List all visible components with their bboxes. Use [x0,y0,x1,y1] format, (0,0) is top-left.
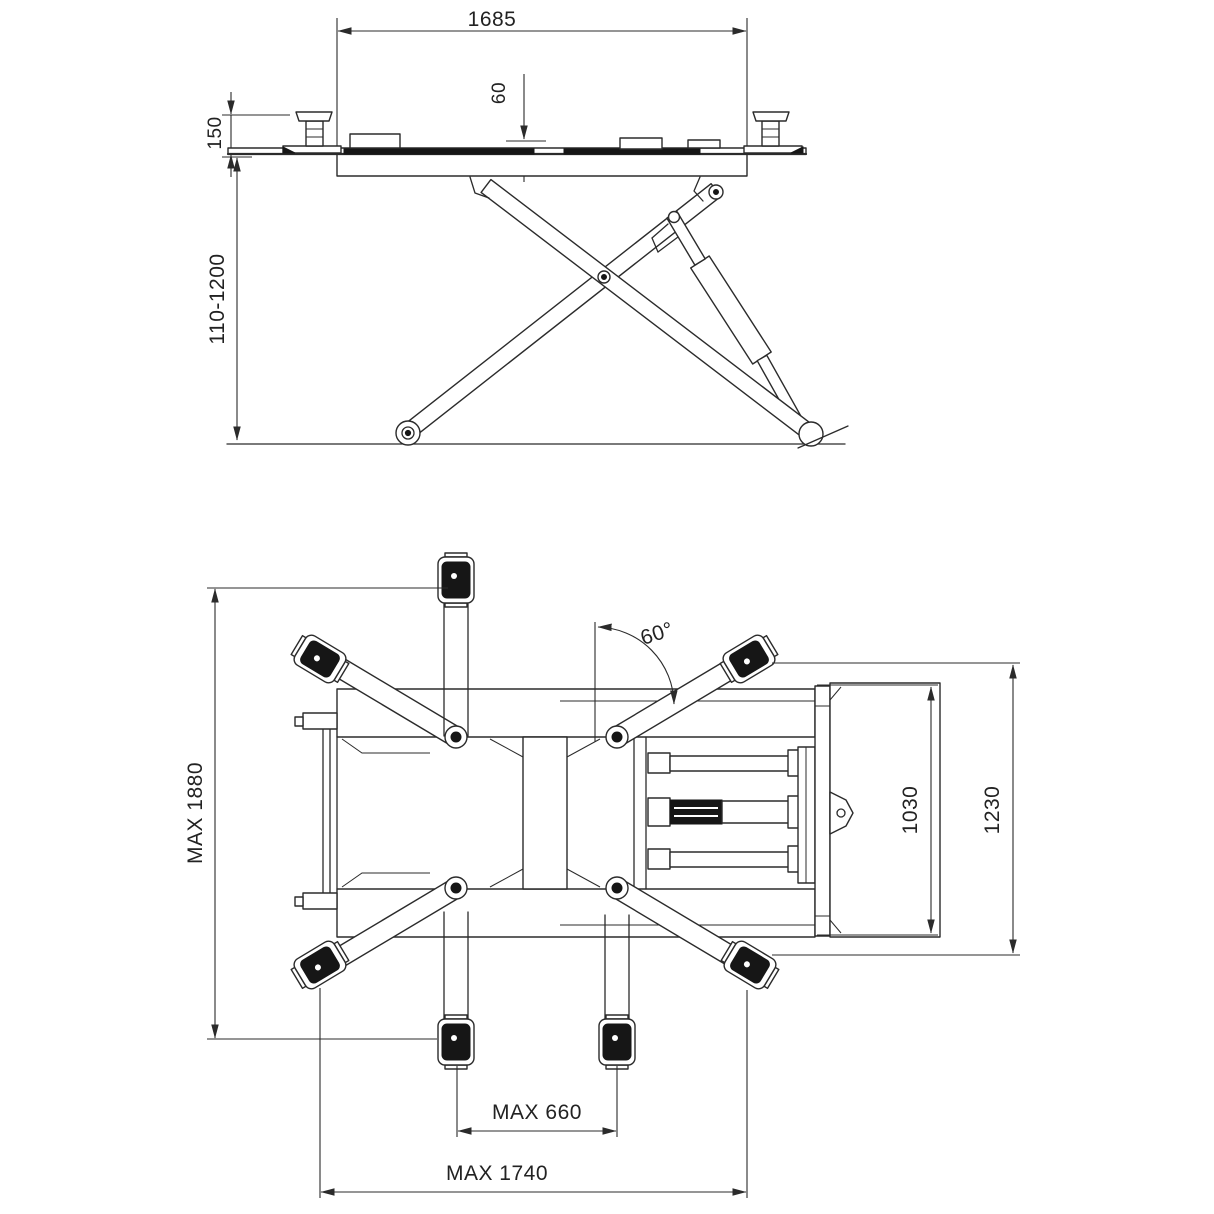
scissor-leg-front [480,178,812,438]
dim-lifting-height: 110-1200 [206,156,252,441]
cylinder-top-pin [667,210,681,224]
dim-pad-min-spread: MAX 660 [456,1066,618,1137]
cylinder-bracket-line [657,236,679,253]
dim-label-60: 60 [489,82,510,104]
base-frame [294,682,941,938]
cylinder-bracket-line [651,223,669,239]
dim-label-max-1880: MAX 1880 [184,762,207,864]
lift-pad-bottom-centre-left [437,1014,475,1070]
left-pin-upper-tip [294,716,304,727]
dim-label-max-1740: MAX 1740 [446,1162,548,1185]
cylinder-top [669,755,791,772]
roller-right-lever [797,425,849,449]
lift-pad-top-left [290,634,350,684]
bracket-strip [814,685,831,937]
dim-overall-frame-length: 1230 [772,662,1020,956]
roller-left-hub [401,426,415,440]
valve-block [669,799,723,825]
side-extension-plate [814,682,941,938]
swing-arms [321,650,752,975]
leg-top-bracket [693,176,704,202]
plan-view: MAX 1880 60° 1030 1230 MAX 660 [184,552,1020,1198]
rail-lip-outer [687,139,721,149]
side-view: 1685 60 150 110-1200 [205,8,849,449]
platform [226,133,808,177]
scissor-centre-pivot-bolt [601,274,607,280]
left-pin-upper [302,712,338,730]
plate-tab-hole [836,808,846,818]
lift-pad-top-right [719,634,779,684]
scissor-mechanism [395,176,849,449]
cylinder-bracket-line [651,237,659,253]
leg-top-pivot-bolt [713,189,719,195]
cylinder-middle [721,800,791,824]
pad-struts [443,603,630,1023]
leg-top-bracket [469,176,490,199]
wheel-stop-right [743,111,804,154]
hydraulic-bay [633,736,816,890]
lift-pad-bottom-right [720,940,780,990]
dim-wheel-stop-height: 150 [205,92,290,177]
rail-lip-right [619,137,663,150]
roller-left-axle [404,429,412,437]
dim-max-length-arms: MAX 1880 [184,587,448,1040]
lift-pad-bottom-left [290,940,350,990]
dim-label-1030: 1030 [899,786,922,835]
rail-plate-right [563,148,701,155]
dim-label-max-660: MAX 660 [492,1101,582,1124]
rail-plate-left [343,148,535,155]
cylinder-bottom [669,851,791,868]
rail-lip-left [349,133,401,149]
wheel-stop-left [282,111,342,154]
dim-label-1685: 1685 [468,8,517,31]
dim-label-110-1200: 110-1200 [206,253,229,344]
dim-label-150: 150 [205,116,226,149]
plate-tab [829,791,854,835]
dim-pad-max-spread: MAX 1740 [319,988,748,1198]
platform-body [336,152,748,177]
dim-label-1230: 1230 [981,786,1004,835]
dim-label-60deg: 60° [638,618,677,650]
dim-base-frame-length: 1030 [817,684,938,936]
lift-pad-top-centre [437,552,475,608]
lift-pad-bottom-centre-right [598,1014,636,1070]
left-pin-lower-tip [294,896,304,907]
centre-column [522,736,568,890]
left-pin-lower [302,892,338,910]
dim-platform-length: 1685 [336,8,748,148]
